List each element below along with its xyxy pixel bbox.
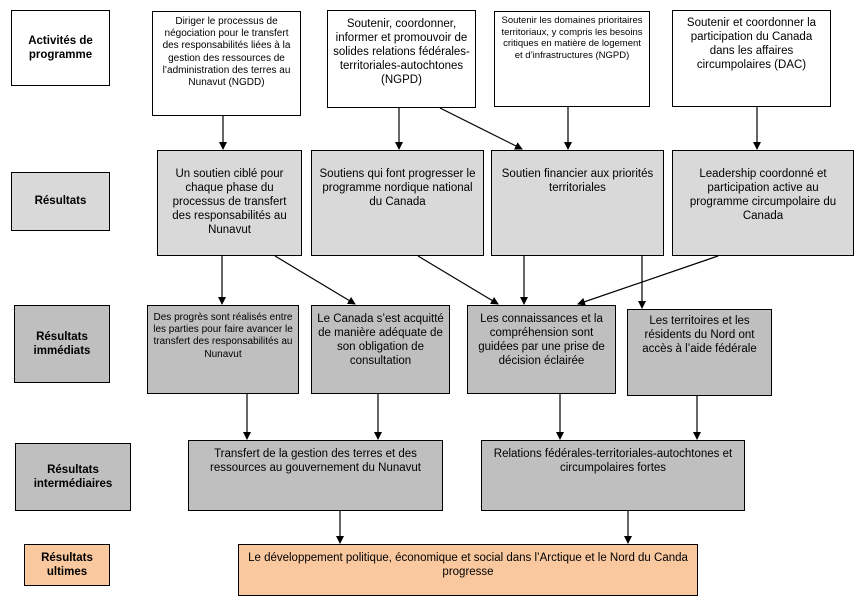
immediate-box-knowledge: Les connaissances et la compréhension so… [467, 305, 616, 394]
ultimate-outcome-box: Le développement politique, économique e… [238, 544, 698, 596]
outcome-box-financial-support: Soutien financier aux priorités territor… [491, 150, 664, 256]
level-label-intermediate: Résultats intermédiaires [15, 443, 131, 511]
outcome-box-devolution-support: Un soutien ciblé pour chaque phase du pr… [157, 150, 302, 256]
level-label-immediate: Résultats immédiats [14, 305, 110, 383]
activity-box-dac: Soutenir et coordonner la participation … [672, 10, 831, 107]
activity-box-ngpd-relations: Soutenir, coordonner, informer et promou… [327, 10, 476, 108]
immediate-box-devolution-progress: Des progrès sont réalisés entre les part… [147, 305, 299, 394]
intermediate-box-land-transfer: Transfert de la gestion des terres et de… [188, 440, 443, 511]
intermediate-box-strong-relations: Relations fédérales-territoriales-autoch… [481, 440, 745, 511]
activity-box-ngdd: Diriger le processus de négociation pour… [152, 11, 301, 116]
arrow-circumpolar-to-knowledge [577, 255, 719, 306]
arrow-relations-to-financial [439, 107, 523, 150]
level-label-activities: Activités de programme [11, 10, 110, 86]
activity-box-ngpd-priorities: Soutenir les domaines prioritaires terri… [494, 11, 650, 107]
arrow-devolution-to-consultation [274, 255, 356, 305]
immediate-box-federal-support: Les territoires et les résidents du Nord… [627, 309, 772, 396]
level-label-ultimate: Résultats ultimes [24, 544, 110, 586]
arrow-northern-to-knowledge [417, 255, 499, 305]
outcome-box-circumpolar-leadership: Leadership coordonné et participation ac… [672, 150, 854, 256]
immediate-box-consultation: Le Canada s’est acquitté de manière adéq… [311, 305, 450, 394]
level-label-outcomes: Résultats [11, 172, 110, 231]
outcome-box-northern-agenda: Soutiens qui font progresser le programm… [311, 150, 484, 256]
